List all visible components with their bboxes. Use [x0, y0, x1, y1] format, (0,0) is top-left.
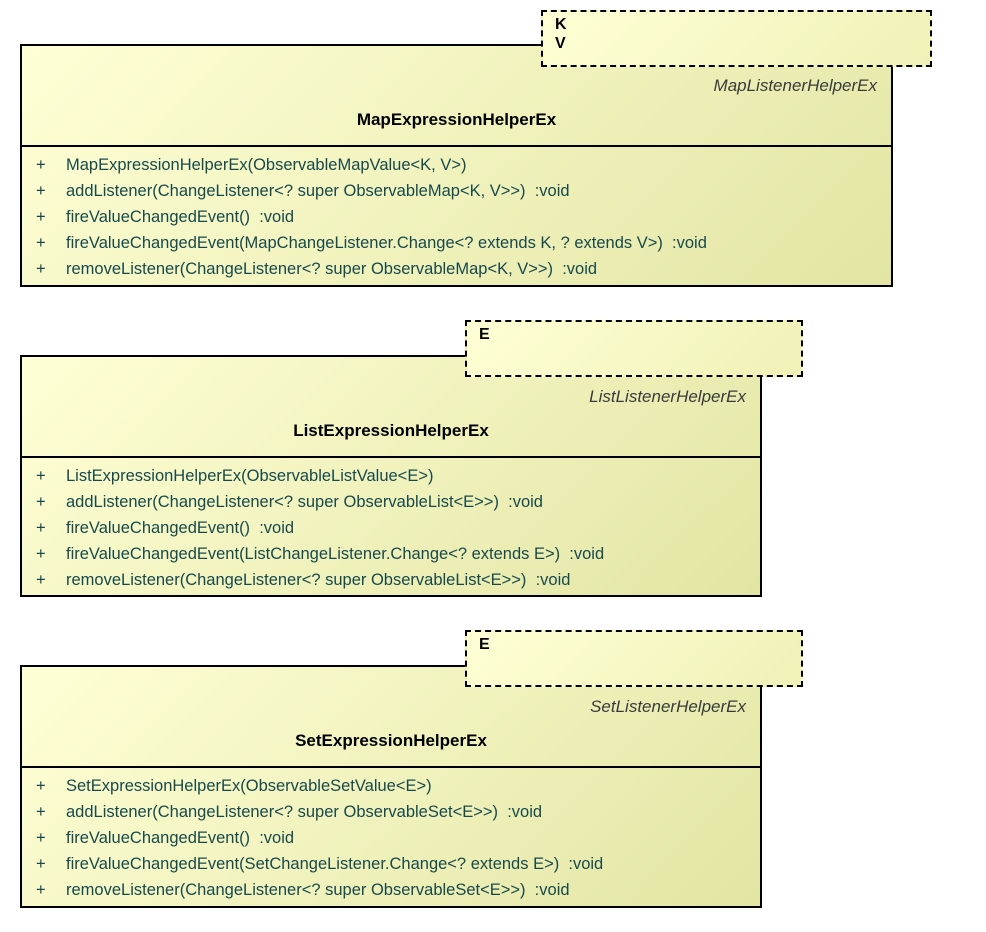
method-row: + removeListener(ChangeListener<? super …: [22, 567, 760, 593]
class-box-list-expression-helper: ListListenerHelperEx ListExpressionHelpe…: [20, 355, 762, 597]
class-box-set-expression-helper: SetListenerHelperEx SetExpressionHelperE…: [20, 665, 762, 908]
visibility: +: [36, 829, 46, 847]
method-row: + removeListener(ChangeListener<? super …: [22, 877, 760, 903]
visibility: +: [36, 234, 46, 252]
class-box-map-expression-helper: MapListenerHelperEx MapExpressionHelperE…: [20, 44, 893, 287]
supertype-label: SetListenerHelperEx: [590, 697, 746, 716]
visibility: +: [36, 208, 46, 226]
type-param-e: E: [479, 636, 490, 653]
methods-compartment-list: + ListExpressionHelperEx(ObservableListV…: [22, 456, 760, 593]
visibility: +: [36, 260, 46, 278]
method-row: + fireValueChangedEvent(ListChangeListen…: [22, 541, 760, 567]
visibility: +: [36, 803, 46, 821]
method-signature: ListExpressionHelperEx(ObservableListVal…: [66, 467, 434, 485]
type-param-k: K: [555, 16, 567, 33]
method-row: + fireValueChangedEvent() :void: [22, 825, 760, 851]
method-row: + fireValueChangedEvent() :void: [22, 515, 760, 541]
methods-compartment-map: + MapExpressionHelperEx(ObservableMapVal…: [22, 145, 891, 282]
visibility: +: [36, 467, 46, 485]
method-signature: addListener(ChangeListener<? super Obser…: [66, 182, 570, 200]
method-row: + addListener(ChangeListener<? super Obs…: [22, 178, 891, 204]
visibility: +: [36, 881, 46, 899]
method-row: + ListExpressionHelperEx(ObservableListV…: [22, 463, 760, 489]
methods-compartment-set: + SetExpressionHelperEx(ObservableSetVal…: [22, 766, 760, 903]
method-signature: removeListener(ChangeListener<? super Ob…: [66, 571, 571, 589]
method-row: + fireValueChangedEvent(SetChangeListene…: [22, 851, 760, 877]
class-name: ListExpressionHelperEx: [293, 421, 489, 440]
method-signature: removeListener(ChangeListener<? super Ob…: [66, 260, 598, 278]
type-params-box-map: K V: [541, 10, 932, 67]
method-row: + SetExpressionHelperEx(ObservableSetVal…: [22, 773, 760, 799]
visibility: +: [36, 855, 46, 873]
method-signature: fireValueChangedEvent() :void: [66, 829, 295, 847]
type-param-e: E: [479, 326, 490, 343]
type-params-box-set: E: [465, 630, 803, 687]
method-signature: removeListener(ChangeListener<? super Ob…: [66, 881, 570, 899]
method-row: + MapExpressionHelperEx(ObservableMapVal…: [22, 152, 891, 178]
visibility: +: [36, 156, 46, 174]
class-header-list: ListListenerHelperEx ListExpressionHelpe…: [22, 357, 760, 456]
class-header-set: SetListenerHelperEx SetExpressionHelperE…: [22, 667, 760, 766]
type-param-v: V: [555, 35, 566, 52]
method-row: + removeListener(ChangeListener<? super …: [22, 256, 891, 282]
method-signature: addListener(ChangeListener<? super Obser…: [66, 493, 543, 511]
class-name: MapExpressionHelperEx: [356, 110, 557, 129]
supertype-label: MapListenerHelperEx: [713, 76, 877, 95]
visibility: +: [36, 519, 46, 537]
method-row: + addListener(ChangeListener<? super Obs…: [22, 799, 760, 825]
method-signature: fireValueChangedEvent() :void: [66, 519, 295, 537]
method-row: + addListener(ChangeListener<? super Obs…: [22, 489, 760, 515]
visibility: +: [36, 182, 46, 200]
method-signature: fireValueChangedEvent(ListChangeListener…: [66, 545, 605, 563]
visibility: +: [36, 777, 46, 795]
type-params-box-list: E: [465, 320, 803, 377]
visibility: +: [36, 493, 46, 511]
method-row: + fireValueChangedEvent() :void: [22, 204, 891, 230]
method-row: + fireValueChangedEvent(MapChangeListene…: [22, 230, 891, 256]
method-signature: addListener(ChangeListener<? super Obser…: [66, 803, 543, 821]
method-signature: SetExpressionHelperEx(ObservableSetValue…: [66, 777, 432, 795]
method-signature: MapExpressionHelperEx(ObservableMapValue…: [66, 156, 467, 174]
method-signature: fireValueChangedEvent(SetChangeListener.…: [66, 855, 604, 873]
visibility: +: [36, 571, 46, 589]
class-header-map: MapListenerHelperEx MapExpressionHelperE…: [22, 46, 891, 145]
method-signature: fireValueChangedEvent() :void: [66, 208, 295, 226]
supertype-label: ListListenerHelperEx: [589, 387, 746, 406]
class-name: SetExpressionHelperEx: [295, 731, 487, 750]
method-signature: fireValueChangedEvent(MapChangeListener.…: [66, 234, 707, 252]
visibility: +: [36, 545, 46, 563]
